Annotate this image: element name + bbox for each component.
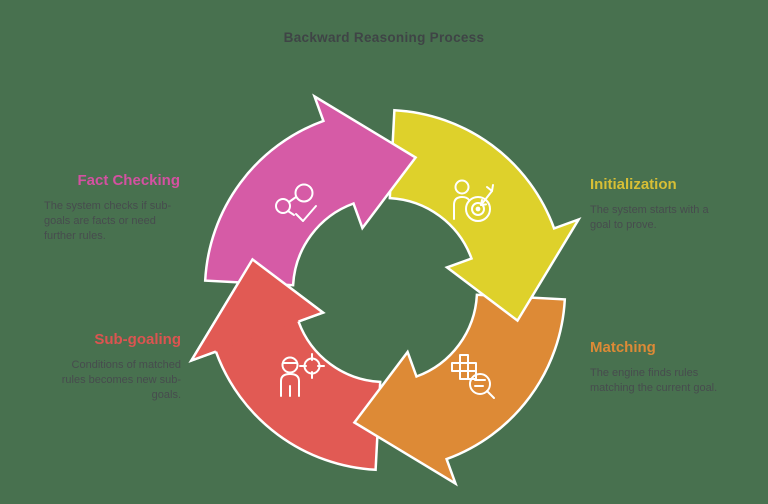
- grid-search-icon: [451, 354, 495, 399]
- step-matching-description: The engine finds rules matching the curr…: [590, 367, 718, 394]
- step-initialization-heading: Initialization: [590, 176, 677, 193]
- step-fact-checking: Fact Checking The system checks if sub-g…: [44, 172, 180, 244]
- step-sub-goaling-heading: Sub-goaling: [94, 331, 181, 348]
- step-initialization-description: The system starts with a goal to prove.: [590, 204, 709, 231]
- diagram-title: Backward Reasoning Process: [283, 30, 485, 45]
- step-initialization: Initialization The system starts with a …: [590, 176, 732, 233]
- step-matching: Matching The engine finds rules matching…: [590, 339, 732, 396]
- cycle-arrows: [188, 93, 582, 487]
- step-matching-heading: Matching: [590, 339, 656, 356]
- step-sub-goaling-description: Conditions of matched rules becomes new …: [61, 359, 181, 401]
- step-fact-checking-heading: Fact Checking: [77, 172, 180, 189]
- person-target-icon: [280, 353, 325, 397]
- share-check-icon: [275, 183, 317, 222]
- person-goal-icon: [453, 179, 494, 222]
- step-fact-checking-description: The system checks if sub-goals are facts…: [44, 200, 172, 242]
- step-sub-goaling: Sub-goaling Conditions of matched rules …: [46, 331, 181, 403]
